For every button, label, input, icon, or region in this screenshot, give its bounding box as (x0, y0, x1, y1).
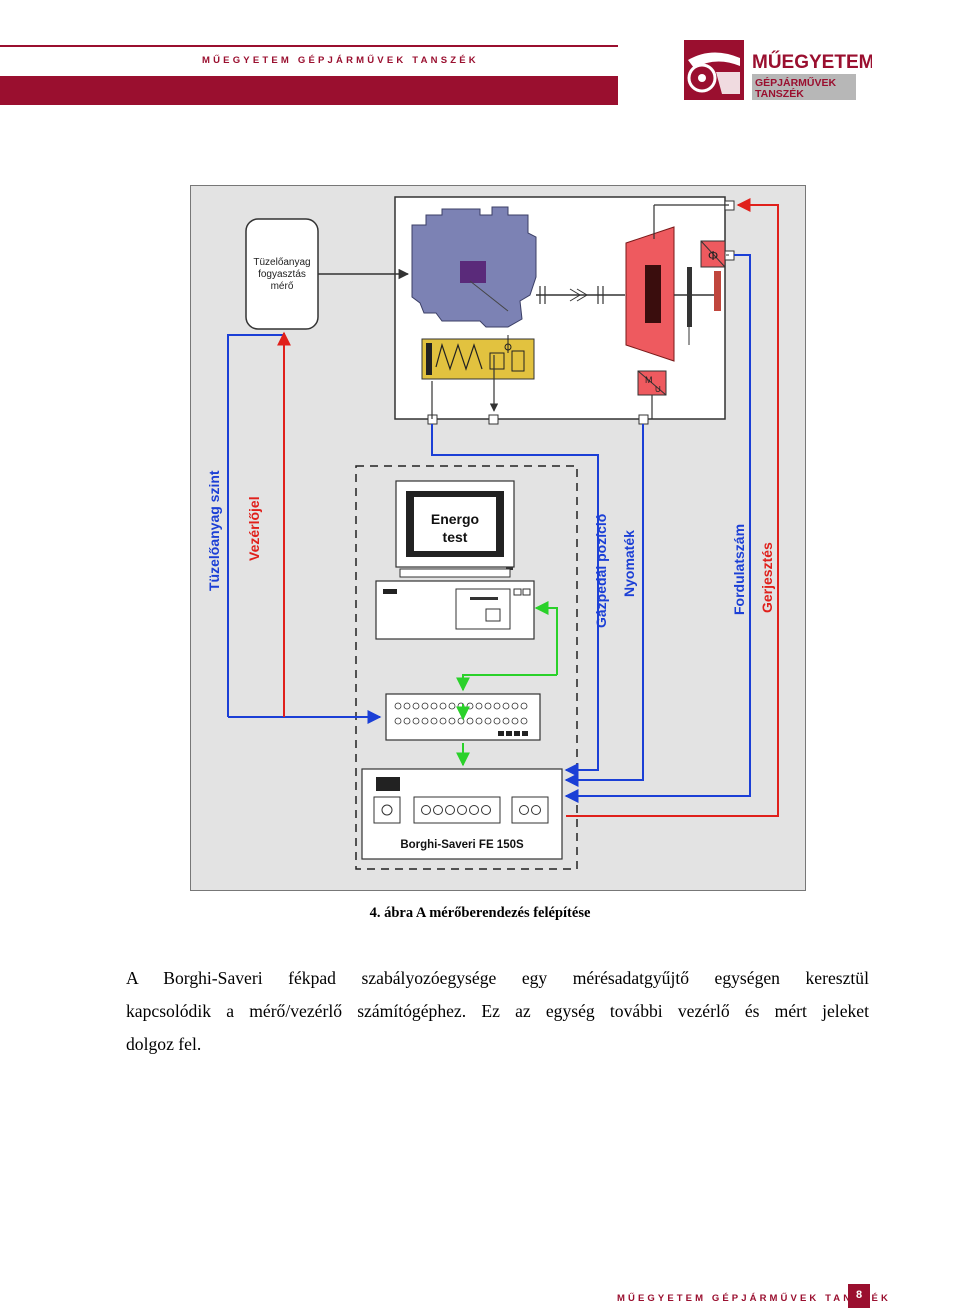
figure-caption: 4. ábra A mérőberendezés felépítése (369, 905, 591, 921)
engine-icon (411, 206, 537, 328)
svg-text:Φ: Φ (708, 248, 718, 263)
computer-icon: Energo test (375, 480, 535, 640)
footer-title: MŰEGYETEM GÉPJÁRMŰVEK TANSZÉK (617, 1293, 891, 1304)
dyno-controller-icon: Borghi-Saveri FE 150S (361, 768, 563, 860)
header-rule (0, 45, 618, 47)
label-control-signal: Vezérlőjel (246, 496, 262, 561)
logo-text-dept: GÉPJÁRMŰVEK (755, 76, 837, 89)
logo-text-dept2: TANSZÉK (755, 87, 804, 100)
fuel-consumption-meter: Tüzelőanyag fogyasztás mérő (245, 218, 319, 330)
header-title: MŰEGYETEM GÉPJÁRMŰVEK TANSZÉK (202, 55, 479, 66)
paragraph-line-2: kapcsolódik a mérő/vezérlő számítógéphez… (126, 1001, 869, 1021)
svg-text:M: M (645, 375, 653, 385)
paragraph-line-3: dolgoz fel. (126, 1034, 202, 1054)
torque-sensor-icon: Φ (700, 240, 726, 268)
label-speed: Fordulatszám (731, 524, 747, 615)
page-number: 8 (848, 1284, 870, 1308)
screen-label-2: test (443, 529, 468, 545)
drive-shaft (536, 286, 625, 304)
label-torque: Nyomaték (621, 530, 637, 597)
paragraph-line-1: A Borghi-Saveri fékpad szabályozóegysége… (126, 968, 869, 988)
label-fuel-level: Tüzelőanyag szint (206, 470, 222, 591)
university-logo: MŰEGYETEM GÉPJÁRMŰVEK TANSZÉK (684, 40, 872, 100)
svg-text:U: U (655, 385, 661, 394)
fuel-meter-label-2: fogyasztás (258, 269, 306, 280)
header-band (0, 76, 618, 105)
throttle-actuator-icon (421, 335, 535, 380)
pc-daq-link (534, 601, 558, 675)
screen-label-1: Energo (431, 511, 479, 527)
fuel-meter-label-1: Tüzelőanyag (253, 257, 310, 268)
logo-text-main: MŰEGYETEM (752, 51, 872, 73)
speed-line (564, 254, 751, 803)
measurement-setup-diagram: Tüzelőanyag fogyasztás mérő Φ M U (190, 185, 806, 891)
control-unit-box (355, 465, 578, 870)
label-excitation: Gerjesztés (759, 542, 775, 613)
torque-line (564, 424, 644, 787)
label-pedal-position: Gázpedál pozíció (593, 514, 609, 628)
fuel-meter-label-3: mérő (271, 281, 294, 292)
pedal-position-line (431, 424, 599, 777)
dyno-label: Borghi-Saveri FE 150S (400, 839, 524, 851)
brake-dynamometer-icon (625, 226, 721, 362)
excitation-line (566, 198, 779, 817)
body-paragraph: A Borghi-Saveri fékpad szabályozóegysége… (126, 962, 869, 1061)
speed-motor-icon: M U (637, 370, 667, 396)
